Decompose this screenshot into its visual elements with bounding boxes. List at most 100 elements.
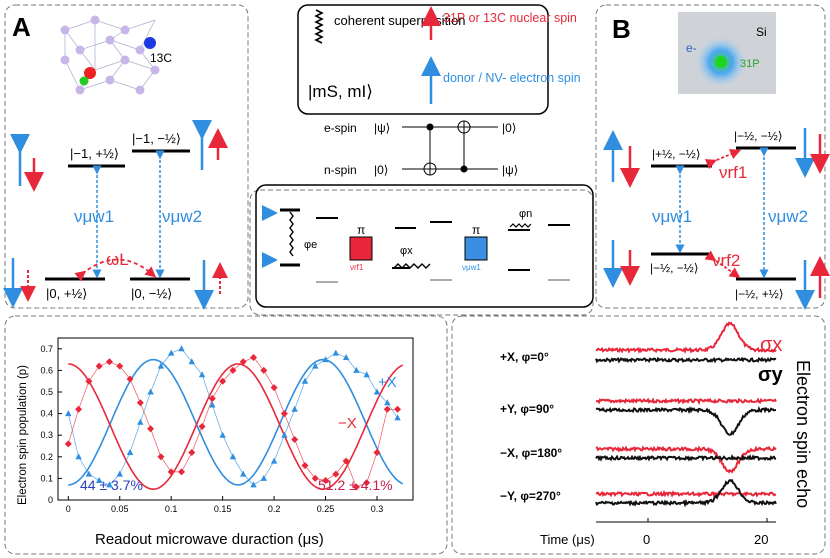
data-point: [219, 377, 227, 385]
echo-traces: [595, 321, 777, 508]
data-point: [167, 349, 175, 356]
phi-x-label: φx: [400, 245, 413, 257]
data-point: [178, 345, 185, 352]
y-tick-label: 0.3: [40, 430, 53, 440]
y-tick-label: 0.6: [40, 365, 53, 375]
chart-xlabel: Readout microwave duraction (μs): [95, 531, 324, 548]
legend-ket: |mS, mI⟩: [308, 82, 373, 101]
data-point: [95, 362, 103, 370]
legend-nuclear: 31P or 13C nuclear spin: [443, 11, 577, 25]
data-point: [270, 457, 278, 464]
panel-a-label: A: [12, 12, 31, 42]
y-tick-label: 0.4: [40, 409, 53, 419]
sigma-x-label: σx: [760, 334, 782, 356]
data-point: [95, 477, 103, 484]
mw2-label: νμw2: [162, 207, 202, 226]
silicon-label: Si: [756, 25, 767, 39]
sigma-x-trace: [595, 489, 777, 499]
b-state-bottom-right: |−½, +½⟩: [735, 287, 784, 301]
state-bottom-right: |0, −½⟩: [131, 286, 172, 301]
b-state-top-left: |+½, −½⟩: [652, 147, 701, 161]
circuit-e-input: |ψ⟩: [374, 121, 390, 135]
data-point: [188, 448, 196, 456]
data-point: [229, 453, 237, 460]
data-point: [250, 481, 257, 488]
data-point: [219, 431, 226, 438]
data-point: [239, 358, 247, 366]
echo-xlabel: Time (μs): [540, 532, 595, 547]
echo-tick-20: 20: [754, 532, 768, 547]
phi-n-label: φn: [519, 208, 532, 220]
data-point: [383, 405, 391, 413]
data-point: [352, 483, 360, 491]
rf1-pi-pulse: [349, 236, 373, 261]
data-point: [280, 410, 288, 418]
data-point: [342, 353, 350, 360]
x-tick-label: 0.3: [371, 504, 384, 514]
data-point: [311, 474, 319, 482]
larmor-transition: [74, 258, 157, 282]
data-point: [157, 453, 165, 461]
sigma-x-trace: [595, 321, 777, 355]
data-point: [126, 448, 134, 455]
x-tick-label: 0: [66, 504, 71, 514]
pulse-sequence-box: [255, 184, 594, 308]
y-tick-label: 0.5: [40, 387, 53, 397]
x-tick-label: 0.25: [317, 504, 335, 514]
x-tick-label: 0.15: [214, 504, 232, 514]
data-point: [322, 356, 329, 363]
data-point: [167, 468, 175, 476]
data-point: [394, 414, 401, 421]
y-tick-label: 0: [48, 495, 53, 505]
echo-tick-0: 0: [643, 532, 650, 547]
mw1-label: νμw1: [74, 207, 114, 226]
data-point: [75, 453, 82, 460]
data-point: [136, 399, 144, 407]
data-point: [322, 477, 330, 485]
sigma-y-trace: [595, 406, 777, 436]
coherent-superposition-icon: [314, 9, 324, 44]
data-point: [85, 470, 93, 477]
panel-b-label: B: [612, 14, 631, 44]
data-point: [270, 384, 278, 392]
sigma-y-label: σy: [758, 364, 784, 386]
data-point: [177, 468, 185, 476]
data-point: [301, 377, 309, 384]
pulse-sequence: [262, 205, 570, 283]
nitrogen-atom-green: [79, 76, 89, 86]
y-tick-label: 0.1: [40, 473, 53, 483]
data-point: [342, 457, 350, 465]
pulse-panel-frame: [249, 189, 594, 316]
circuit-e-spin-label: e-spin: [324, 121, 357, 135]
data-point: [260, 474, 267, 481]
data-point: [312, 362, 319, 369]
data-point: [105, 358, 113, 366]
legend-box: [297, 4, 549, 115]
x-tick-label: 0.2: [268, 504, 281, 514]
data-point: [157, 362, 165, 369]
larmor-label: ωL: [106, 250, 129, 269]
b-rf2-label: νrf2: [712, 251, 740, 270]
swap-circuit: [402, 120, 498, 176]
b-mw1-label: νμw1: [652, 207, 692, 226]
vacancy-atom-red: [84, 67, 96, 79]
data-point: [188, 358, 195, 365]
sigma-y-trace: [595, 478, 777, 508]
circuit-n-input: |0⟩: [374, 163, 388, 177]
data-point: [229, 366, 237, 374]
b-state-top-right: |−½, −½⟩: [734, 129, 783, 143]
data-point: [291, 436, 299, 444]
data-point: [137, 418, 144, 425]
echo-row-label: −X, φ=180°: [500, 446, 562, 460]
b-state-bottom-left: |−½, −½⟩: [650, 261, 699, 275]
data-point: [363, 479, 371, 487]
data-point: [291, 405, 298, 412]
data-point: [65, 410, 72, 417]
sigma-x-trace: [595, 445, 777, 474]
series-minus-x-label: −X: [338, 415, 357, 432]
fit-curve: [68, 363, 404, 491]
rf1-pi-label: π: [357, 223, 365, 237]
data-point: [116, 470, 123, 477]
data-point: [126, 375, 134, 383]
